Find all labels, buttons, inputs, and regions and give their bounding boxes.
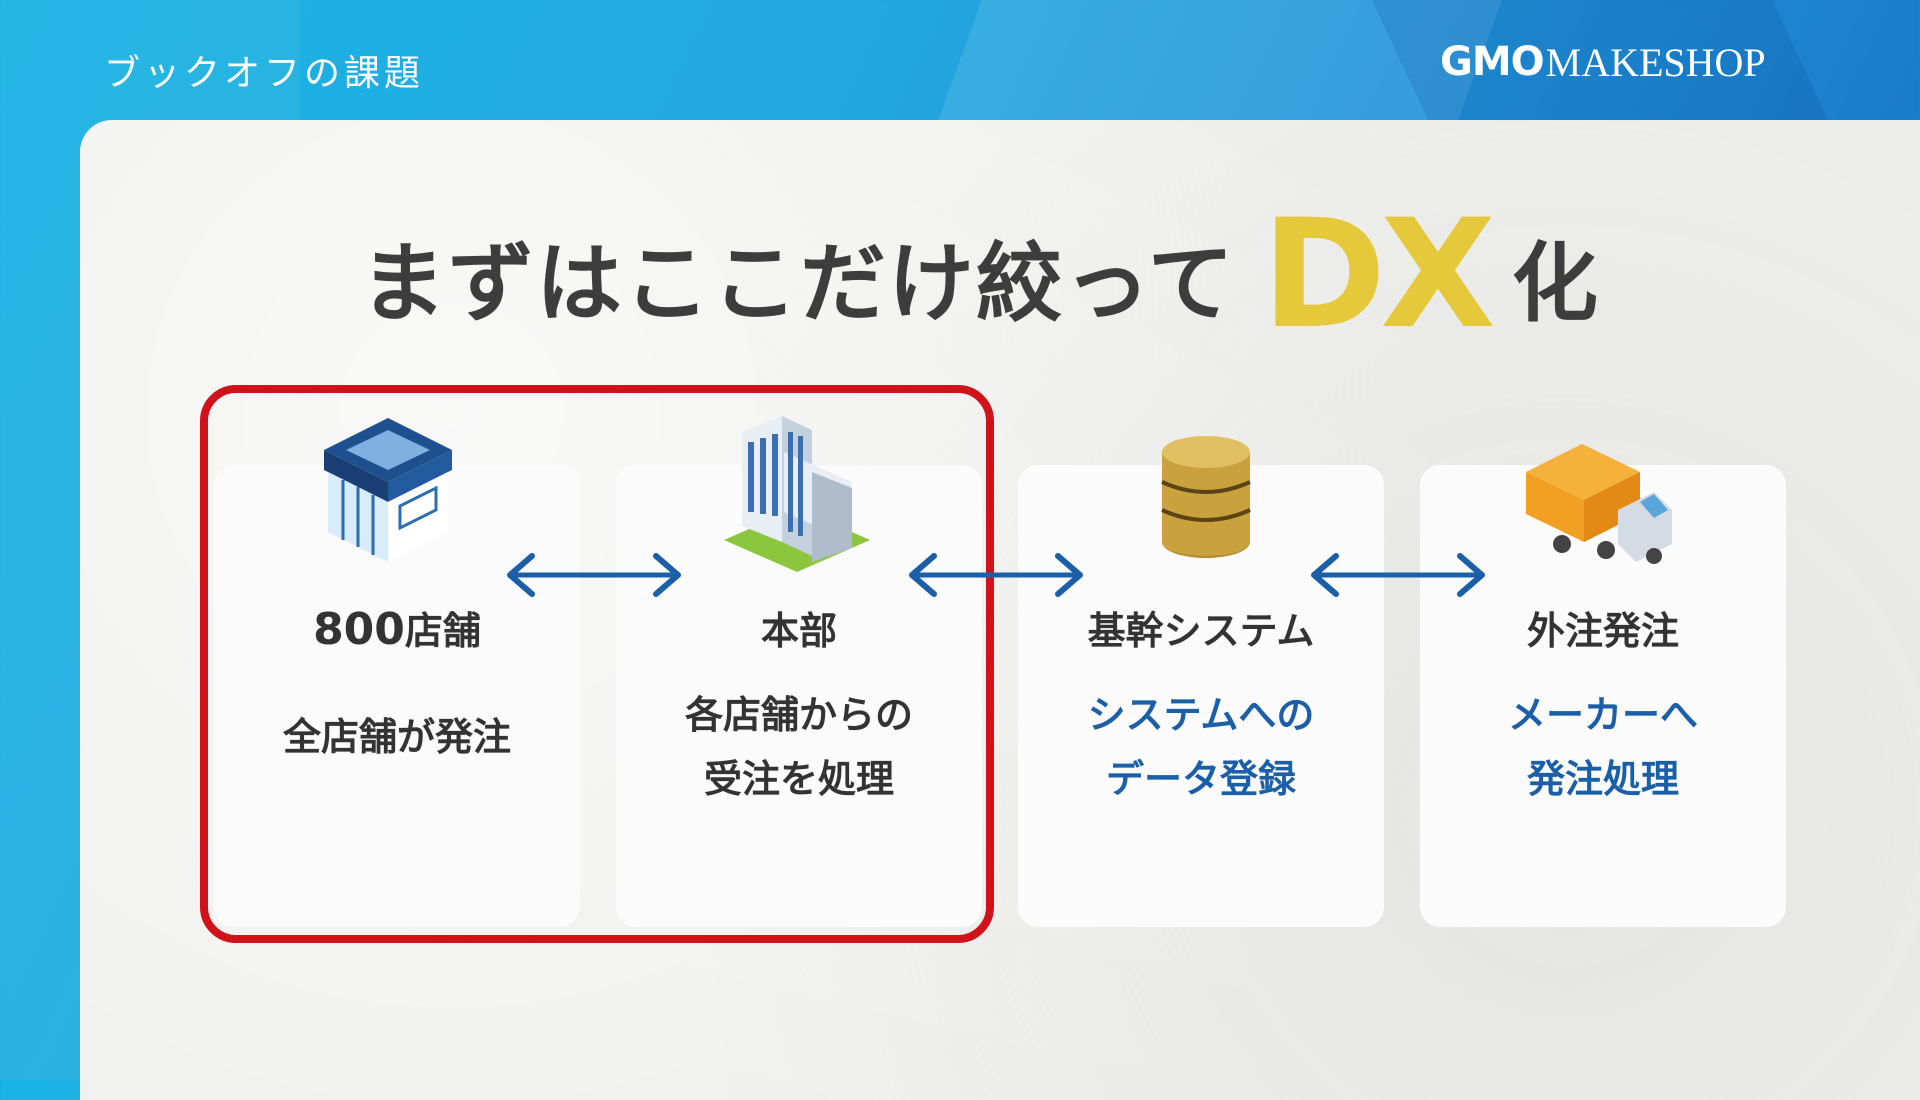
card-description-line: データ登録 (1018, 747, 1384, 811)
headline-suffix: 化 (1512, 213, 1598, 338)
double-arrow-icon (1308, 550, 1488, 600)
headline-prefix: まずはここだけ絞って (360, 213, 1236, 338)
card-description: メーカーへ 発注処理 (1420, 683, 1786, 811)
page-title: ブックオフの課題 (104, 44, 424, 96)
logo-product: MAKESHOP (1546, 39, 1766, 86)
card-description-line: 発注処理 (1420, 747, 1786, 811)
double-arrow-icon (906, 550, 1086, 600)
double-arrow-icon (504, 550, 684, 600)
office-building-icon (722, 412, 872, 572)
card-label-text: 基幹システム (1088, 609, 1315, 653)
headline: まずはここだけ絞って DX 化 (360, 205, 1598, 345)
company-logo: GMO MAKESHOP (1440, 40, 1766, 84)
logo-brand: GMO (1440, 39, 1544, 85)
database-icon (1156, 432, 1256, 562)
card-description-line: メーカーへ (1420, 683, 1786, 747)
card-label: 基幹システム (1018, 600, 1384, 655)
card-description-line: システムへの (1018, 683, 1384, 747)
background-facet (938, 0, 1502, 120)
headline-dx: DX (1262, 200, 1490, 350)
card-description: システムへの データ登録 (1018, 683, 1384, 811)
card-label-text: 外注発注 (1527, 609, 1679, 653)
truck-icon (1522, 432, 1682, 572)
card-label: 外注発注 (1420, 600, 1786, 655)
store-icon (318, 410, 458, 570)
